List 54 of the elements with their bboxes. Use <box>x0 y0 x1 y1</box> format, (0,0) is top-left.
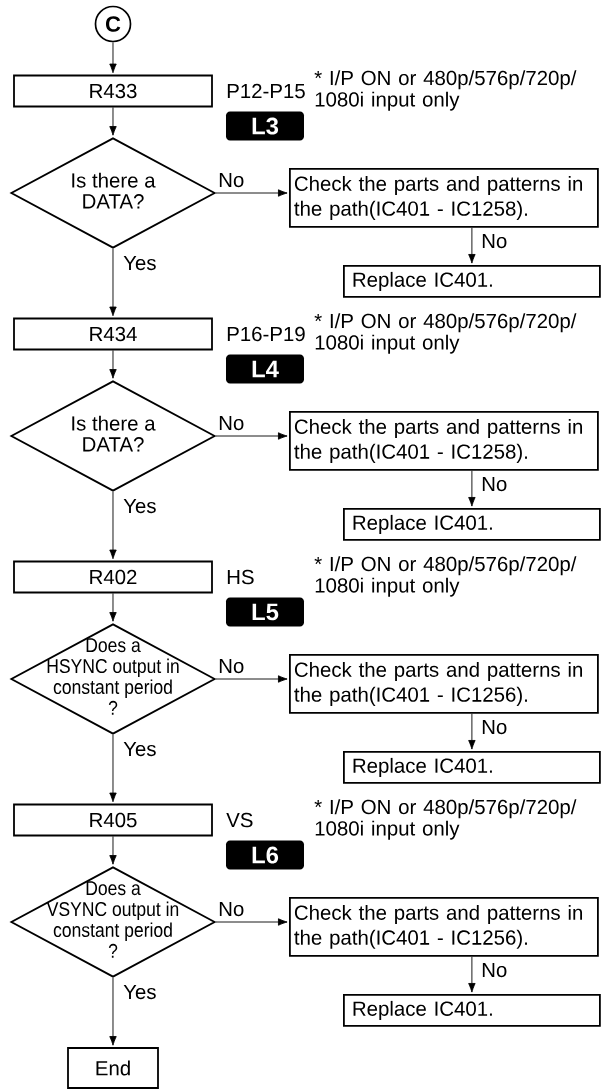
process-box: Check the parts and patterns in the path(IC401 - IC1258). <box>289 411 599 471</box>
label-badge: L5 <box>226 597 304 627</box>
label-badge: L6 <box>226 840 304 870</box>
arrow <box>109 41 117 74</box>
edge-label: No <box>480 961 509 979</box>
edge-label: Yes <box>122 740 158 758</box>
process-box: Check the parts and patterns in the path(IC401 - IC1256). <box>289 654 599 714</box>
edge-label: No <box>480 718 509 736</box>
note-text: * I/P ON or 480p/576p/720p/ 1080i input only <box>314 799 577 840</box>
edge-label: Yes <box>122 983 158 1001</box>
arrow <box>215 189 288 197</box>
process-box: Replace IC401. <box>343 508 601 541</box>
signal-label: P12-P15 <box>227 83 305 99</box>
arrow <box>468 227 476 264</box>
arrow <box>468 470 476 507</box>
signal-label: P16-P19 <box>227 326 305 342</box>
step-box: R405 <box>13 803 213 837</box>
arrow <box>215 432 288 440</box>
arrow <box>109 248 117 317</box>
note-text: * I/P ON or 480p/576p/720p/ 1080i input only <box>314 556 577 597</box>
arrow <box>109 977 117 1046</box>
arrow <box>468 713 476 750</box>
arrow <box>109 491 117 560</box>
arrow <box>109 106 117 136</box>
label-badge: L3 <box>226 111 304 141</box>
process-box: Replace IC401. <box>343 994 601 1027</box>
arrow <box>215 675 288 683</box>
arrow <box>109 734 117 803</box>
process-box: Replace IC401. <box>343 265 601 298</box>
step-box: R402 <box>13 560 213 594</box>
edge-label: No <box>217 657 246 675</box>
edge-label: No <box>217 900 246 918</box>
arrow <box>215 918 288 926</box>
process-box: Replace IC401. <box>343 751 601 784</box>
arrow <box>468 956 476 993</box>
note-text: * I/P ON or 480p/576p/720p/ 1080i input only <box>314 70 577 111</box>
label-badge: L4 <box>226 354 304 384</box>
signal-label: VS <box>226 812 253 828</box>
note-text: * I/P ON or 480p/576p/720p/ 1080i input only <box>314 313 577 354</box>
signal-label: HS <box>227 569 254 585</box>
edge-label: No <box>480 232 509 250</box>
edge-label: No <box>217 171 246 189</box>
arrow <box>109 592 117 622</box>
arrow <box>109 835 117 865</box>
terminal-box: End <box>67 1047 159 1089</box>
arrow <box>109 349 117 379</box>
step-box: R433 <box>13 74 213 108</box>
step-box: R434 <box>13 317 213 351</box>
edge-label: No <box>217 414 246 432</box>
edge-label: Yes <box>122 254 158 272</box>
edge-label: No <box>480 475 509 493</box>
process-box: Check the parts and patterns in the path(IC401 - IC1256). <box>289 897 599 957</box>
edge-label: Yes <box>122 497 158 515</box>
process-box: Check the parts and patterns in the path(IC401 - IC1258). <box>289 168 599 228</box>
